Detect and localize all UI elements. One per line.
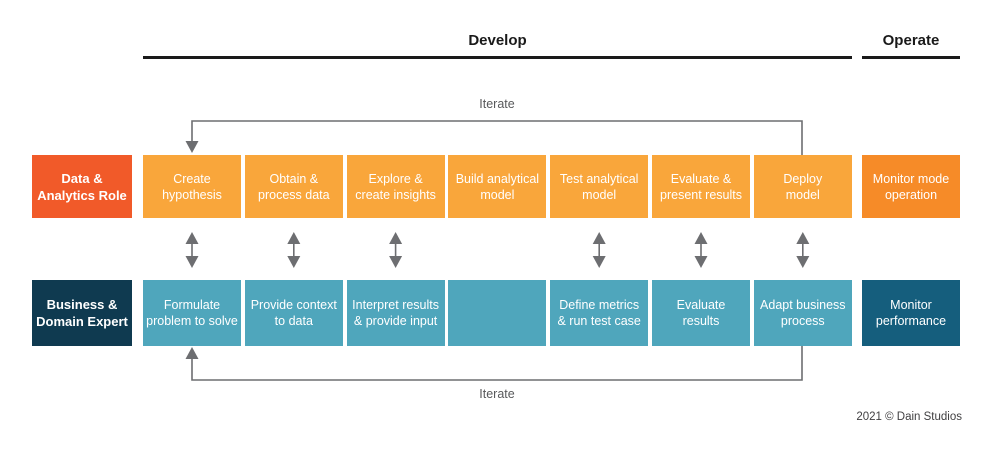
step-deploy-model: Deploy model (753, 155, 852, 218)
step-interpret-results: Interpret results & provide input (346, 280, 445, 346)
double-arrow (185, 232, 199, 268)
copyright-text: 2021 © Dain Studios (856, 411, 962, 423)
develop-underline (143, 56, 852, 59)
step-provide-context: Provide context to data (244, 280, 343, 346)
step-obtain-process-data: Obtain & process data (244, 155, 343, 218)
step-create-hypothesis: Create hypothesis (143, 155, 241, 218)
step-evaluate-results: Evaluate results (652, 280, 750, 346)
step-monitor-performance: Monitor performance (862, 280, 960, 346)
double-arrow (287, 232, 301, 268)
step-empty-cell (448, 280, 547, 346)
double-arrow (592, 232, 606, 268)
develop-phase-label: Develop (468, 32, 527, 49)
double-arrow (389, 232, 403, 268)
step-adapt-business-process: Adapt business process (753, 280, 852, 346)
role-box-business-domain-expert: Business & Domain Expert (32, 280, 132, 346)
step-monitor-mode-operation: Monitor mode operation (862, 155, 960, 218)
role-box-data-analytics: Data & Analytics Role (32, 155, 132, 218)
operate-underline (862, 56, 960, 59)
iterate-bottom-label: Iterate (479, 387, 515, 401)
double-arrow (694, 232, 708, 268)
iterate-bottom-loop-arrow (185, 346, 803, 381)
iterate-top-loop-arrow (185, 120, 803, 155)
step-test-analytical-model: Test analytical model (550, 155, 649, 218)
iterate-top-label: Iterate (479, 97, 515, 111)
step-explore-create-insights: Explore & create insights (346, 155, 445, 218)
operate-phase-label: Operate (882, 32, 940, 49)
step-evaluate-present-results: Evaluate & present results (652, 155, 750, 218)
step-define-metrics: Define metrics & run test case (550, 280, 649, 346)
double-arrow (796, 232, 810, 268)
step-formulate-problem: Formulate problem to solve (143, 280, 241, 346)
step-build-analytical-model: Build analytical model (448, 155, 547, 218)
